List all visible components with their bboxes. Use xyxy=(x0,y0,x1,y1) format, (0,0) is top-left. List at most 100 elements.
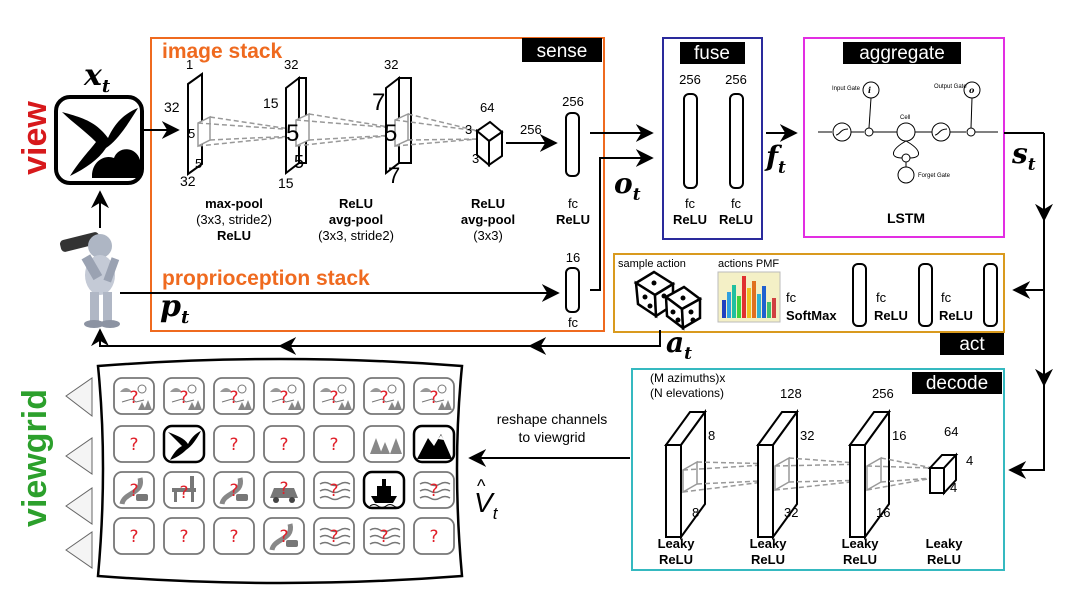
svg-text:(3x3, stride2): (3x3, stride2) xyxy=(196,212,272,227)
act-fc-relu-2 xyxy=(983,263,998,327)
viewgrid-cell xyxy=(362,470,406,510)
proprioception-stack-title: proprioception stack xyxy=(162,267,370,290)
viewgrid-cell: ? xyxy=(413,471,455,509)
layer3-side: 7 xyxy=(372,89,385,116)
viewgrid-cell: ? xyxy=(163,377,205,415)
decode-box xyxy=(631,368,1005,571)
aggregate-tag xyxy=(843,42,961,64)
svg-text:ReLU: ReLU xyxy=(339,196,373,211)
viewgrid-cell: ? xyxy=(363,517,405,555)
layer4-depth: 64 xyxy=(480,100,494,115)
unknown-mark: ? xyxy=(229,481,238,501)
sense-tag-label: sense xyxy=(537,41,588,62)
svg-text:Leaky: Leaky xyxy=(658,536,696,551)
op1-caption: max-pool (3x3, stride2) ReLU xyxy=(196,196,272,243)
viewgrid-cell: ? xyxy=(263,471,305,509)
viewgrid-cell xyxy=(363,425,405,463)
unknown-mark: ? xyxy=(129,388,138,408)
viewgrid-cell: ? xyxy=(113,517,155,555)
lstm-cell-diagram xyxy=(818,71,998,193)
view-label: view xyxy=(16,101,54,175)
viewgrid-cell xyxy=(412,424,456,464)
decode-d2-bottom: 32 xyxy=(784,505,798,520)
layer4-side-a: 3 xyxy=(465,122,472,137)
lstm-input-gate: Input Gate xyxy=(832,86,861,92)
x-t-symbol: xt xyxy=(83,58,111,97)
viewgrid-cell: ? xyxy=(113,425,155,463)
decode-captions: Leaky ReLU Leaky ReLU Leaky ReLU Leaky R… xyxy=(658,536,964,567)
viewgrid-cell: ? xyxy=(313,425,355,463)
decode-d3-side: 16 xyxy=(892,428,906,443)
viewgrid-cell: ? xyxy=(313,471,355,509)
layer3-kernel-a: 5 xyxy=(384,120,397,147)
layer1-kernel-b: 5 xyxy=(195,156,202,171)
unknown-mark: ? xyxy=(179,483,188,503)
layer1-depth: 1 xyxy=(186,57,193,72)
conv-layer-2 xyxy=(285,75,310,176)
layer2-kernel-a: 5 xyxy=(286,120,299,147)
unknown-mark: ? xyxy=(279,479,288,499)
decode-d4-top: 64 xyxy=(944,424,958,439)
svg-text:avg-pool: avg-pool xyxy=(461,212,515,227)
act-relu2-label: ReLU xyxy=(939,308,973,323)
fuse-relu1-label: ReLU xyxy=(673,212,707,227)
decode-d2-side: 32 xyxy=(800,428,814,443)
unknown-mark: ? xyxy=(329,527,338,547)
o-t-symbol: ot xyxy=(614,167,641,205)
unknown-mark: ? xyxy=(379,388,388,408)
s-t-symbol: st xyxy=(1011,137,1036,175)
decode-d4-side: 4 xyxy=(966,453,973,468)
decode-d3-bottom: 16 xyxy=(876,505,890,520)
layer2-kernel-b: 5 xyxy=(294,152,304,172)
viewgrid-cell: ? xyxy=(213,517,255,555)
svg-text:ReLU: ReLU xyxy=(843,552,877,567)
unknown-mark: ? xyxy=(279,435,288,455)
viewgrid-cell: ? xyxy=(113,471,155,509)
svg-text:(3x3, stride2): (3x3, stride2) xyxy=(318,228,394,243)
viewgrid-cell: ? xyxy=(363,377,405,415)
svg-text:ReLU: ReLU xyxy=(471,196,505,211)
layer2-depth: 32 xyxy=(284,57,298,72)
layer3-kernel-b: 7 xyxy=(388,163,400,188)
fuse-fc2-label: fc xyxy=(731,196,742,211)
unknown-mark: ? xyxy=(129,435,138,455)
act-softmax-label: SoftMax xyxy=(786,308,837,323)
viewgrid-cell: ? xyxy=(213,425,255,463)
sense-tag xyxy=(522,38,602,62)
svg-text:ReLU: ReLU xyxy=(659,552,693,567)
fuse-tag-label: fuse xyxy=(694,43,730,64)
decode-tag xyxy=(912,372,1002,394)
conv-layer-4 xyxy=(475,120,504,168)
act-sample-label: sample action xyxy=(618,258,686,270)
sense-fc16-label: fc xyxy=(568,315,579,330)
unknown-mark: ? xyxy=(429,527,438,547)
arrow-256-label: 256 xyxy=(520,122,542,137)
unknown-mark: ? xyxy=(329,388,338,408)
lstm-cell-label: Cell xyxy=(900,115,910,121)
decode-header-1: (M azimuths)x xyxy=(650,371,725,385)
decode-header-2: (N elevations) xyxy=(650,386,724,400)
sense-fc-16-size: 16 xyxy=(566,250,580,265)
viewgrid-cell: ? xyxy=(163,517,205,555)
svg-text:(3x3): (3x3) xyxy=(473,228,503,243)
layer1-bottom: 32 xyxy=(180,173,196,189)
fuse-fc-1 xyxy=(683,93,698,189)
act-fc-relu-1 xyxy=(918,263,933,327)
unknown-mark: ? xyxy=(279,527,288,547)
conv-layer-1 xyxy=(187,72,211,176)
sense-relu-label: ReLU xyxy=(556,212,590,227)
unknown-mark: ? xyxy=(429,481,438,501)
lstm-label: LSTM xyxy=(887,210,925,226)
sense-fc-256-size: 256 xyxy=(562,94,584,109)
op2-caption: ReLU avg-pool (3x3, stride2) xyxy=(318,196,394,243)
camera-frustum-icon xyxy=(65,377,93,569)
decode-layer-1 xyxy=(664,408,707,541)
decode-layer-4 xyxy=(927,452,959,496)
fuse-fc-2 xyxy=(729,93,744,189)
act-fc2-label: fc xyxy=(941,290,952,305)
svg-text:ReLU: ReLU xyxy=(927,552,961,567)
lstm-forget-gate: Forget Gate xyxy=(918,173,951,179)
viewgrid-cell xyxy=(162,424,206,464)
unknown-mark: ? xyxy=(129,527,138,547)
